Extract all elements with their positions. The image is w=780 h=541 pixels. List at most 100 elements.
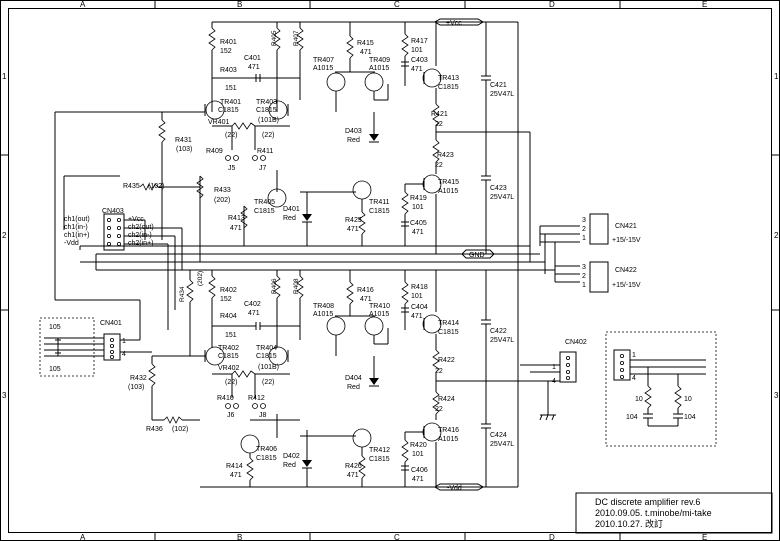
tr412-ref: TR412 xyxy=(369,447,390,454)
cn401-pin4: 4 xyxy=(122,351,126,358)
c402-val: 471 xyxy=(248,310,260,317)
power-rails: +Vcc -Vdd GND xyxy=(80,18,555,492)
transistor-tr405 xyxy=(267,188,287,208)
grid-col-e-bottom: E xyxy=(702,533,707,541)
filter-c2-value: 104 xyxy=(684,414,696,421)
grid-row-2-left: 2 xyxy=(2,231,7,240)
cn422-pin2: 2 xyxy=(582,273,586,280)
r417-ref: R417 xyxy=(411,38,428,45)
tr407-type: A1015 xyxy=(313,65,333,72)
r415-val: 471 xyxy=(360,49,372,56)
led-d402 xyxy=(302,460,312,467)
tr406-type: C1815 xyxy=(256,455,277,462)
output-connector-cn402: CN402 1 4 xyxy=(539,339,587,421)
power-connectors: 3 2 1 CN421 +15/-15V 3 2 1 CN422 +15/-15… xyxy=(540,213,641,293)
r403-ref: R403 xyxy=(220,67,237,74)
grid-col-b-top: B xyxy=(237,0,242,9)
tr413-ref: TR413 xyxy=(438,75,459,82)
r435-val: (102) xyxy=(148,183,164,190)
transistor-tr401 xyxy=(205,100,225,120)
vcc-rail-tag xyxy=(434,18,484,26)
c403-val: 471 xyxy=(411,66,423,73)
d401-ref: D401 xyxy=(283,206,300,213)
r409-jumper-value: (22) xyxy=(225,132,237,139)
transistor-tr404 xyxy=(268,346,288,366)
c423-ref: C423 xyxy=(490,185,507,192)
tr403-ref: TR403 xyxy=(256,99,277,106)
resistor-filter-2 xyxy=(674,385,682,409)
resistor-r426 xyxy=(358,455,366,479)
r423-ref: R423 xyxy=(437,152,454,159)
r404-ref: R404 xyxy=(220,313,237,320)
r419-val: 101 xyxy=(412,204,424,211)
grid-col-c-bottom: C xyxy=(394,533,400,541)
resistor-r408 xyxy=(296,275,304,299)
c402-ref: C402 xyxy=(244,301,261,308)
r436-ref: R436 xyxy=(146,426,163,433)
r413-ref: R413 xyxy=(228,215,245,222)
filter-r2-value: 10 xyxy=(684,396,692,403)
title-block-line2: 2010.09.05. t.minobe/mi-take xyxy=(595,508,712,518)
j5-label: J5 xyxy=(228,165,236,172)
tr414-ref: TR414 xyxy=(438,320,459,327)
resistor-r433 xyxy=(196,175,204,199)
cn421-pin2: 2 xyxy=(582,226,586,233)
r406-ref: R406 xyxy=(271,278,278,294)
transistor-tr413 xyxy=(422,68,442,88)
jumper-j6-pin-a xyxy=(225,403,231,409)
r422-ref: R422 xyxy=(438,357,455,364)
cn421-voltage: +15/-15V xyxy=(612,237,641,244)
resistor-r432 xyxy=(148,363,156,387)
d401-color: Red xyxy=(283,215,296,222)
resistor-r431 xyxy=(158,119,166,143)
r433-val: (202) xyxy=(214,197,230,204)
vdd-rail-tag xyxy=(434,483,484,491)
resistor-filter-1 xyxy=(644,385,652,409)
r412-ref: R412 xyxy=(248,395,265,402)
tr412-type: C1815 xyxy=(369,456,390,463)
r422-val: 22 xyxy=(435,368,443,375)
grid-row-1-right: 1 xyxy=(774,72,779,81)
r432-ref: R432 xyxy=(130,375,147,382)
c405-val: 471 xyxy=(412,229,424,236)
tr415-type: A1015 xyxy=(438,188,458,195)
grid-row-3-left: 3 xyxy=(2,391,7,400)
r435-ref: R435 xyxy=(123,183,140,190)
c401-val: 471 xyxy=(248,64,260,71)
input-cap-top-value: 105 xyxy=(49,324,61,331)
jumper-j7-pin-b xyxy=(260,155,266,161)
r418-val: 101 xyxy=(411,293,423,300)
c424-ref: C424 xyxy=(490,432,507,439)
cn402-name: CN402 xyxy=(565,339,587,346)
jumper-j6-pin-b xyxy=(233,403,239,409)
r426-val: 471 xyxy=(347,472,359,479)
vcc-rail-label: +Vcc xyxy=(446,20,462,27)
resistor-r416 xyxy=(346,281,354,305)
vr402-label: VR402 xyxy=(218,365,240,372)
vr401-label: VR401 xyxy=(208,119,230,126)
tr411-type: C1815 xyxy=(369,208,390,215)
d402-color: Red xyxy=(283,462,296,469)
tr410-ref: TR410 xyxy=(369,303,390,310)
input-section-cn401: 105 105 CN401 1 4 xyxy=(39,317,152,377)
r411-jumper-value: (22) xyxy=(262,132,274,139)
cn401-pin1: 1 xyxy=(122,338,126,345)
transistor-tr414 xyxy=(422,314,442,334)
input-cap-bottom-value: 105 xyxy=(49,366,61,373)
r416-ref: R416 xyxy=(357,287,374,294)
tr405-type: C1815 xyxy=(254,208,275,215)
grid-row-3-right: 3 xyxy=(774,391,779,400)
filter-c1-value: 104 xyxy=(626,414,638,421)
resistor-r436 xyxy=(163,416,183,424)
gnd-rail-tag xyxy=(461,249,495,259)
output-filter-box xyxy=(605,331,717,447)
r419-ref: R419 xyxy=(410,195,427,202)
resistor-r413 xyxy=(240,205,248,229)
interconnect-wires xyxy=(54,112,561,381)
resistor-r417 xyxy=(401,33,409,57)
cn401-name: CN401 xyxy=(100,320,122,327)
r436-val: (102) xyxy=(172,426,188,433)
r410-jumper-value: (22) xyxy=(225,379,237,386)
grid-col-c-top: C xyxy=(394,0,400,9)
c422-val: 25V47L xyxy=(490,337,514,344)
